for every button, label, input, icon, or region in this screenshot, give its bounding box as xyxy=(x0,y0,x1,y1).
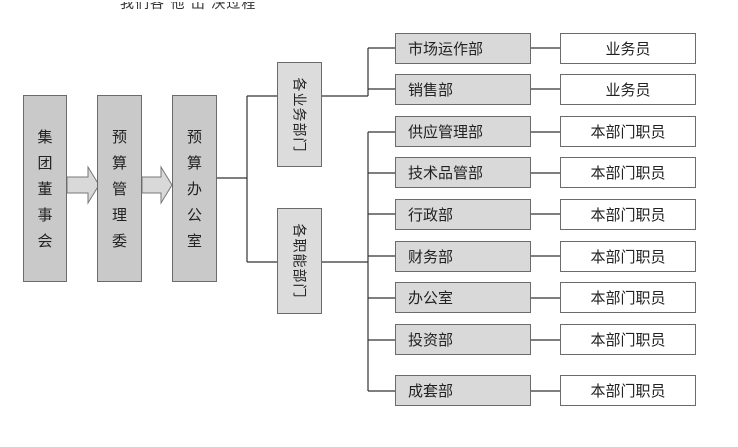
dept-market-box: 市场运作部 xyxy=(395,33,531,64)
arrow-board-to-committee xyxy=(66,165,100,205)
role-supply-label: 本部门职员 xyxy=(590,123,666,141)
functional-branch-label: 各职能部门 xyxy=(290,223,307,299)
dept-sales-box: 销售部 xyxy=(395,74,531,105)
dept-complete-box: 成套部 xyxy=(395,375,531,406)
role-tech-label: 本部门职员 xyxy=(590,164,666,182)
role-complete-box: 本部门职员 xyxy=(560,375,696,406)
role-sales-label: 业务员 xyxy=(605,81,651,99)
role-office-label: 本部门职员 xyxy=(590,289,666,307)
dept-supply-label: 供应管理部 xyxy=(408,123,484,141)
dept-admin-box: 行政部 xyxy=(395,199,531,230)
role-supply-box: 本部门职员 xyxy=(560,116,696,147)
business-branch-label: 各业务部门 xyxy=(290,77,307,152)
dept-invest-label: 投资部 xyxy=(408,331,454,349)
role-market-label: 业务员 xyxy=(605,40,651,58)
budget-office-label: 预算办公室 xyxy=(186,127,202,250)
role-invest-box: 本部门职员 xyxy=(560,324,696,355)
role-office-box: 本部门职员 xyxy=(560,282,696,313)
branch-connectors xyxy=(216,47,561,392)
arrow-committee-to-office xyxy=(141,165,173,205)
dept-finance-box: 财务部 xyxy=(395,241,531,272)
group-board-label: 集团董事会 xyxy=(37,127,53,250)
dept-admin-label: 行政部 xyxy=(408,206,454,224)
functional-branch-box: 各职能部门 xyxy=(277,208,322,314)
role-admin-box: 本部门职员 xyxy=(560,199,696,230)
dept-invest-box: 投资部 xyxy=(395,324,531,355)
role-tech-box: 本部门职员 xyxy=(560,157,696,188)
role-sales-box: 业务员 xyxy=(560,74,696,105)
role-finance-box: 本部门职员 xyxy=(560,241,696,272)
role-finance-label: 本部门职员 xyxy=(590,248,666,266)
dept-office-box: 办公室 xyxy=(395,282,531,313)
dept-tech-label: 技术品管部 xyxy=(408,164,484,182)
dept-complete-label: 成套部 xyxy=(408,382,454,400)
business-branch-box: 各业务部门 xyxy=(277,62,322,167)
role-complete-label: 本部门职员 xyxy=(590,382,666,400)
budget-committee-label: 预算管理委 xyxy=(111,127,127,250)
dept-sales-label: 销售部 xyxy=(408,81,454,99)
dept-supply-box: 供应管理部 xyxy=(395,116,531,147)
budget-committee-box: 预算管理委 xyxy=(97,95,142,282)
budget-office-box: 预算办公室 xyxy=(172,95,217,282)
chart-title-fragment: 我们各 他 出 决过程 xyxy=(120,2,257,12)
dept-finance-label: 财务部 xyxy=(408,248,454,266)
role-admin-label: 本部门职员 xyxy=(590,206,666,224)
dept-tech-box: 技术品管部 xyxy=(395,157,531,188)
group-board-box: 集团董事会 xyxy=(23,95,67,282)
role-invest-label: 本部门职员 xyxy=(590,331,666,349)
dept-market-label: 市场运作部 xyxy=(408,40,484,58)
role-market-box: 业务员 xyxy=(560,33,696,64)
dept-office-label: 办公室 xyxy=(408,289,454,307)
